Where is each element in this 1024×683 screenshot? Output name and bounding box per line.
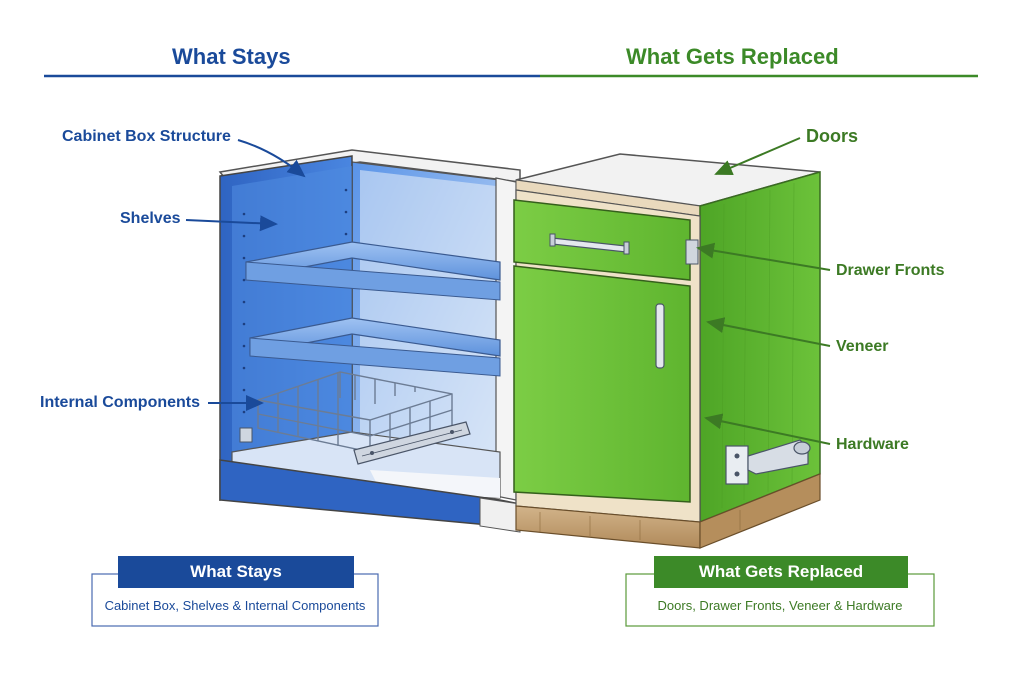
legend-replaced-title: What Gets Replaced [698, 562, 864, 581]
hinge-hardware [725, 439, 811, 485]
arrow-veneer [706, 317, 831, 347]
label-veneer: Veneer [836, 338, 889, 355]
wood-base-side [699, 473, 821, 549]
legend-stays-title: What Stays [190, 562, 282, 581]
header-what-gets-replaced: What Gets Replaced [626, 44, 839, 69]
label-shelves: Shelves [120, 210, 181, 227]
arrow-doors [714, 137, 801, 176]
legend-replaced-body: Doors, Drawer Fronts, Veneer & Hardware [657, 598, 903, 613]
legend-stays-title-bg [118, 556, 354, 588]
arrow-cabinet-box [237, 139, 306, 178]
label-hardware: Hardware [836, 436, 909, 453]
hinge-top [685, 239, 699, 265]
header-what-stays: What Stays [172, 44, 291, 69]
door-handle [655, 303, 665, 369]
drawer-handle [549, 233, 630, 255]
label-cabinet-box-structure: Cabinet Box Structure [62, 128, 231, 145]
label-drawer-fronts: Drawer Fronts [836, 262, 945, 279]
label-internal-components: Internal Components [40, 394, 201, 411]
label-doors: Doors [806, 126, 859, 146]
legend-replaced-title-bg [654, 556, 908, 588]
door-panel [513, 265, 691, 503]
legend-stays-body: Cabinet Box, Shelves & Internal Componen… [104, 598, 366, 613]
drawer-front [513, 199, 691, 281]
arrow-drawer-fronts [696, 242, 831, 271]
arrow-shelves [185, 215, 278, 232]
arrow-hardware [704, 413, 831, 445]
